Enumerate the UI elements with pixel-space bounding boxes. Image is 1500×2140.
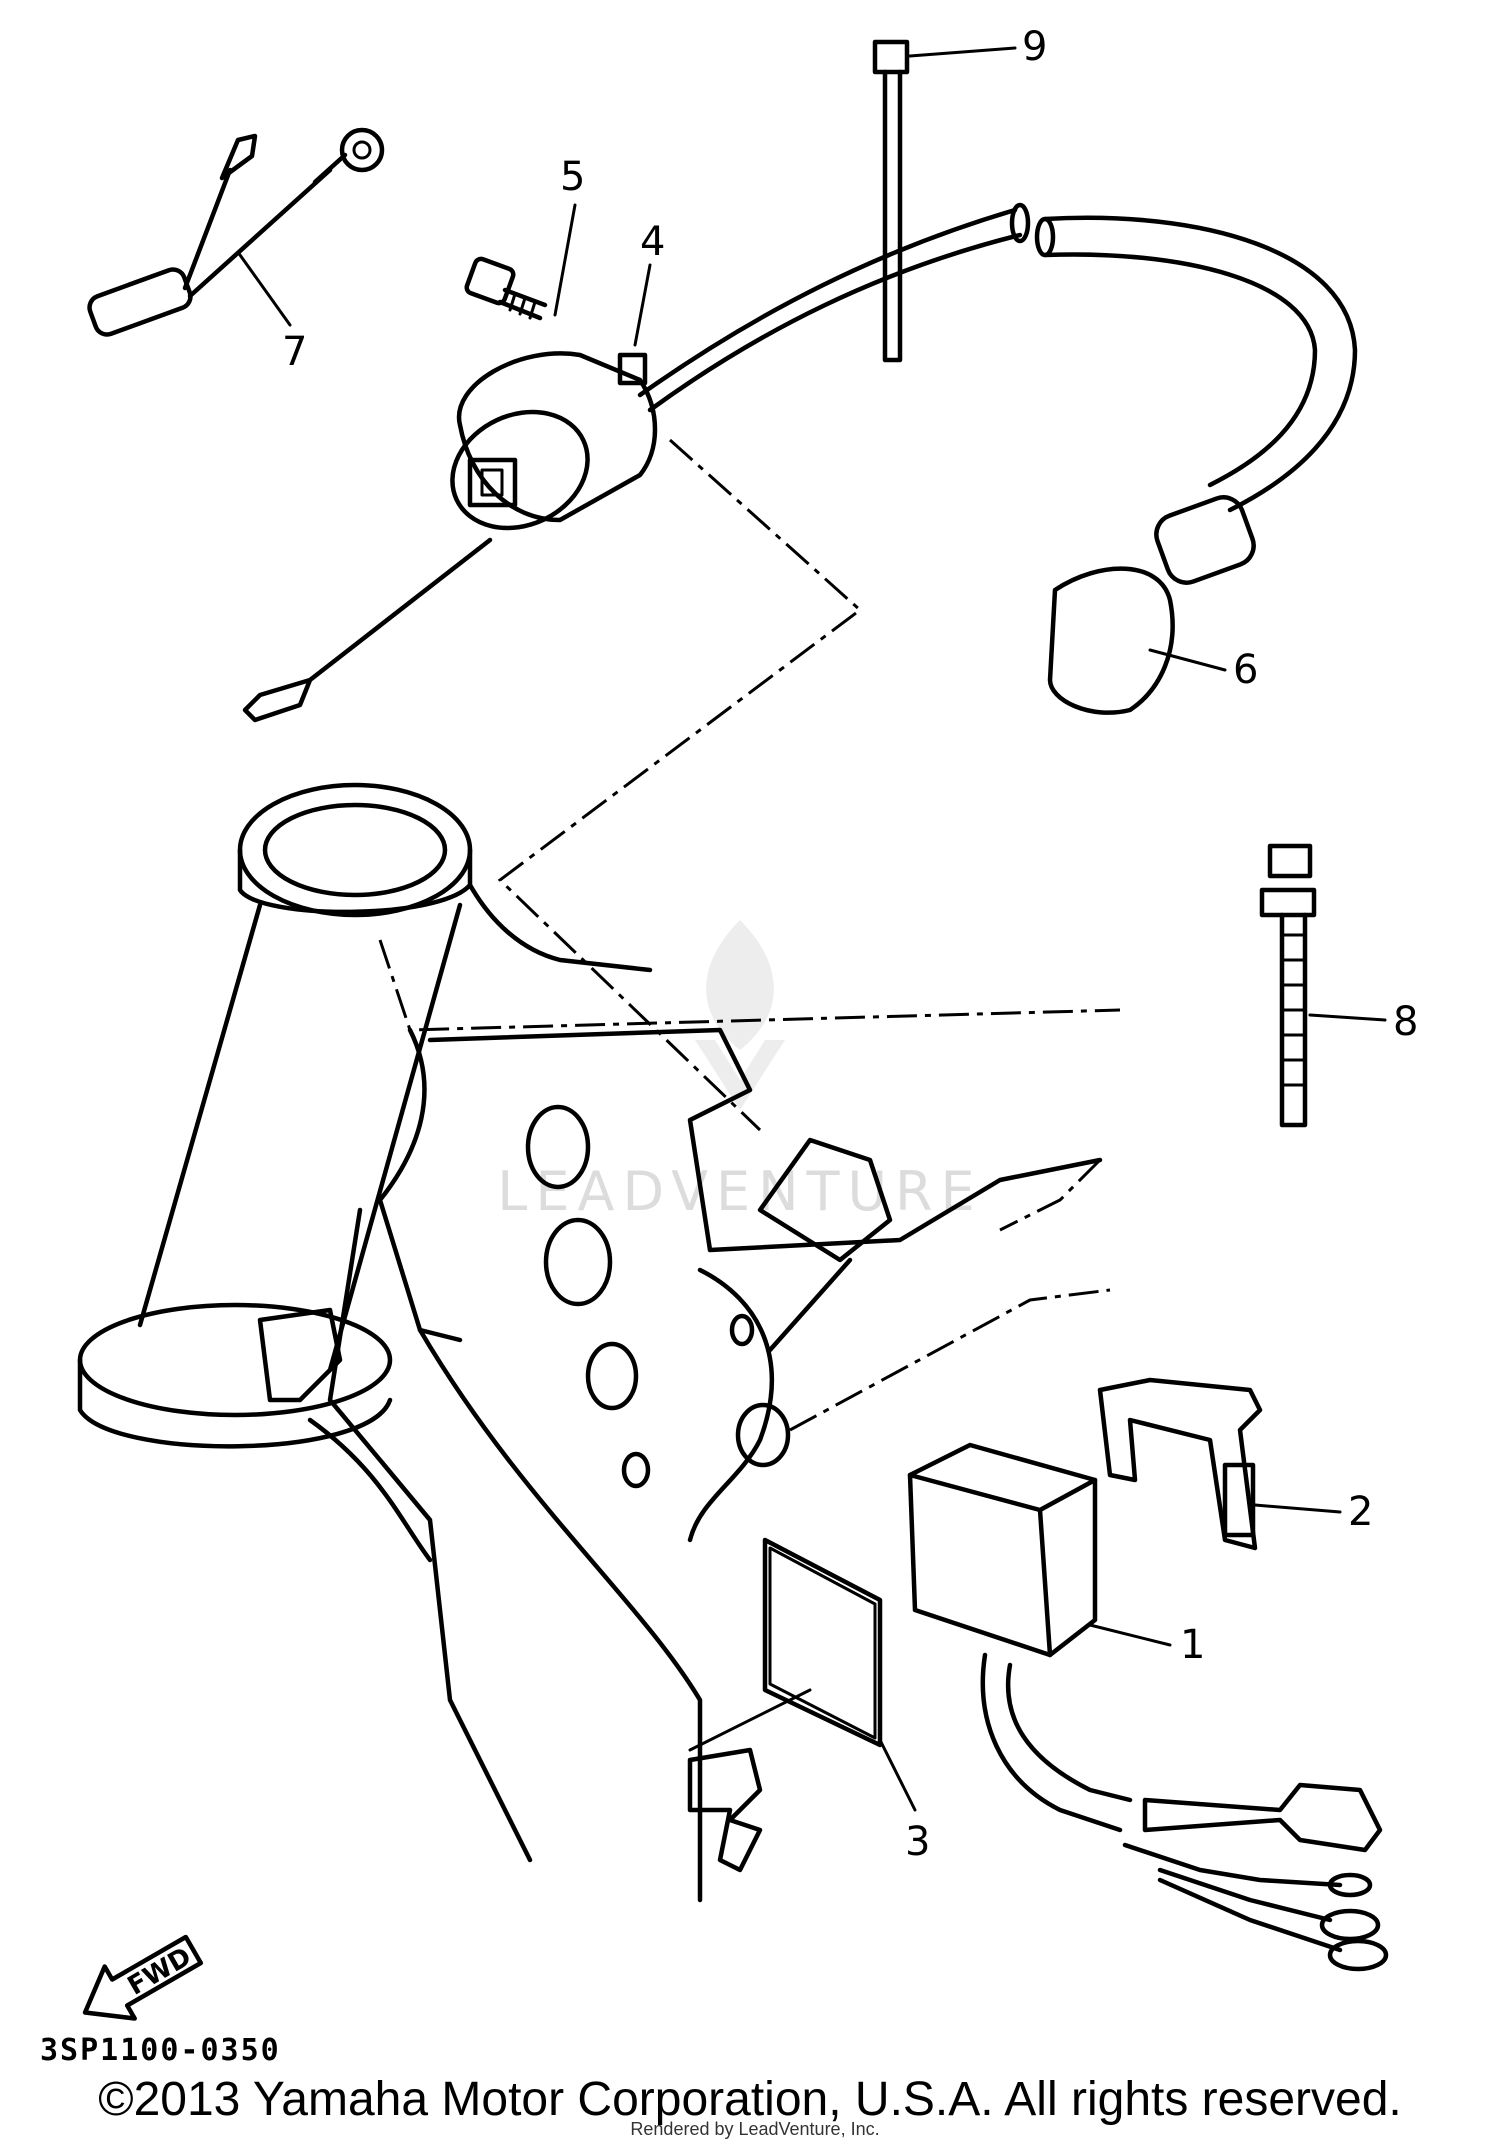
callout-7: 7: [282, 329, 307, 375]
part-6-spark-plug-cap: [1034, 215, 1358, 715]
callout-5: 5: [560, 154, 585, 200]
part-4-ignition-coil: [242, 202, 1031, 723]
callout-3: 3: [905, 1819, 930, 1865]
part-3-damper-pad: [687, 1537, 883, 1873]
callout-2: 2: [1348, 1489, 1373, 1535]
frame: [77, 782, 1121, 1903]
callout-6: 6: [1233, 647, 1258, 693]
callout-9: 9: [1022, 24, 1047, 70]
callout-4: 4: [640, 219, 665, 265]
leadventure-logo-watermark: [695, 920, 785, 1110]
part-5-bolt: [464, 256, 548, 321]
copyright-notice: ©2013 Yamaha Motor Corporation, U.S.A. A…: [98, 2073, 1402, 2126]
callout-1: 1: [1180, 1622, 1205, 1668]
part-7-wire-lead: [87, 127, 385, 337]
diagram-part-code: 3SP1100-0350: [40, 2033, 281, 2068]
part-1-cdi-unit: [907, 1442, 1389, 1972]
callout-8: 8: [1393, 999, 1418, 1045]
part-9-cable-tie: [872, 39, 910, 363]
part-2-bracket: [1097, 1377, 1263, 1551]
rendered-by-text: Rendered by LeadVenture, Inc.: [630, 2119, 879, 2139]
watermark-text: LEADVENTURE: [497, 1160, 982, 1223]
assembly-line-coil: [497, 438, 863, 1132]
part-8-cable-band: [1259, 843, 1317, 1128]
fwd-arrow-icon: FWD: [82, 1934, 204, 2021]
